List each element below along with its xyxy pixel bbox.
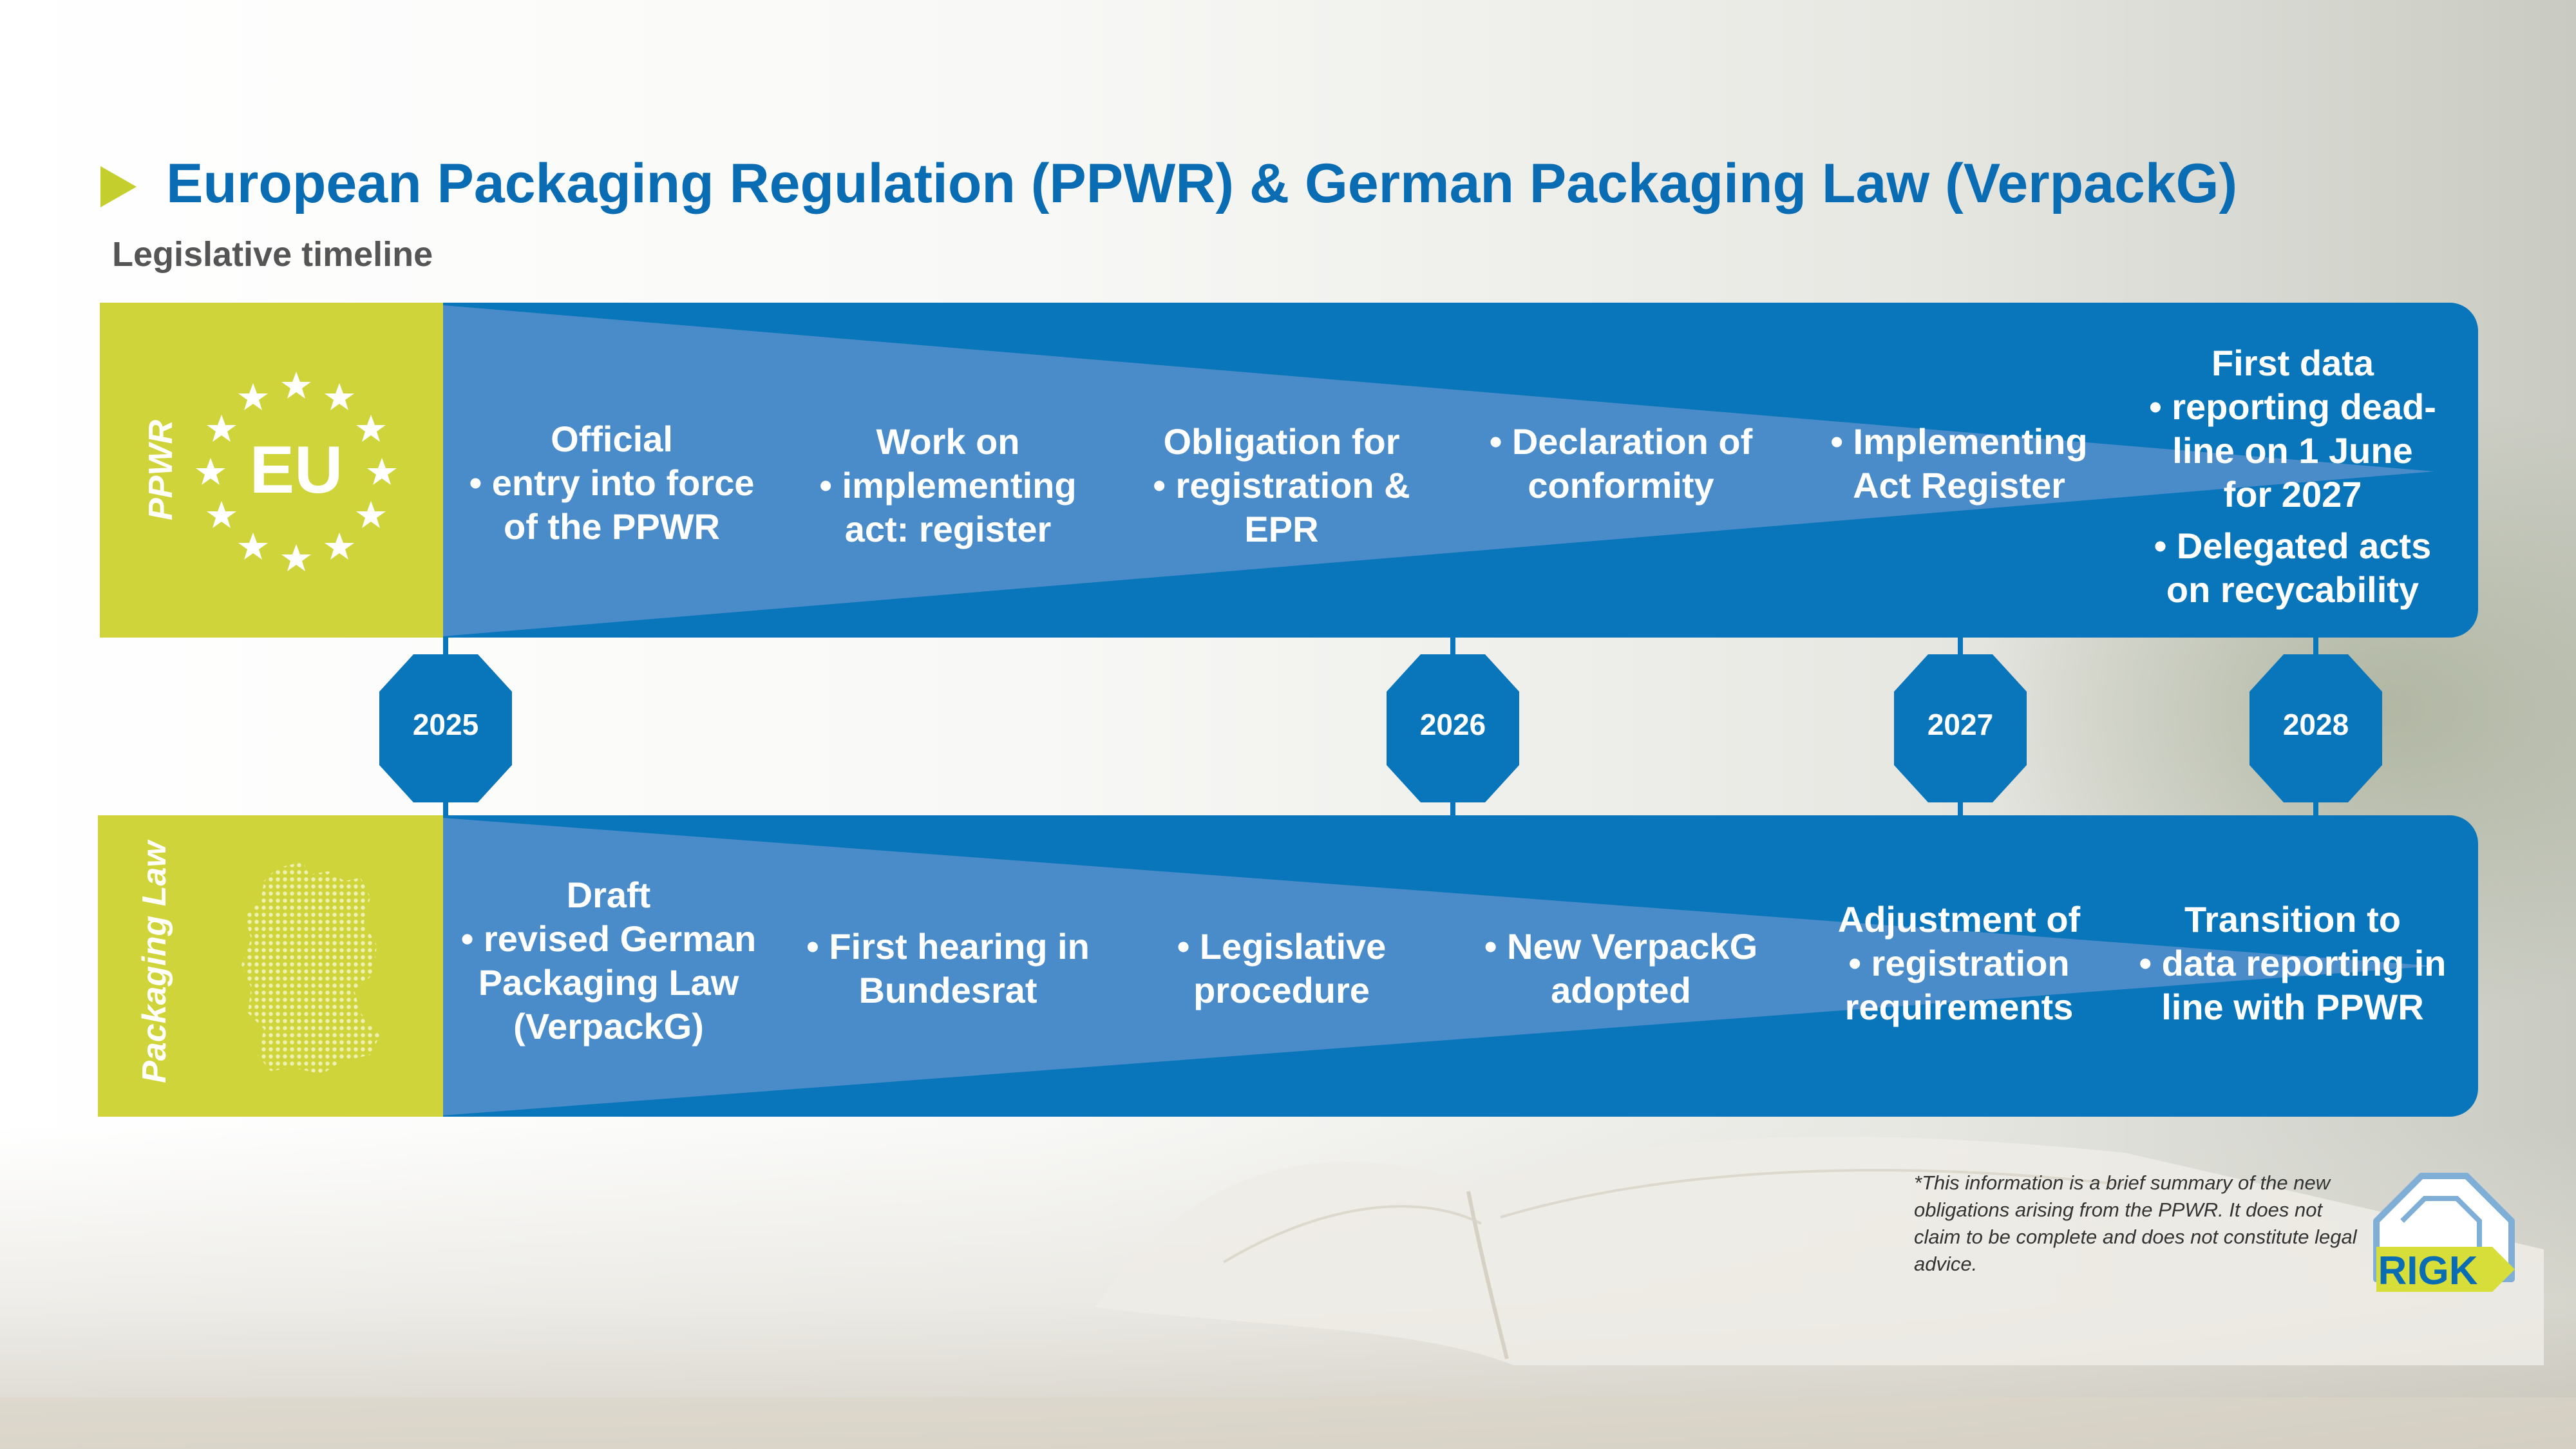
ppwr-item-6-line-1: First data bbox=[2211, 343, 2374, 383]
year-marker-2025: 2025 bbox=[379, 654, 512, 802]
ppwr-item-5: • Implementing Act Register bbox=[1798, 420, 2120, 507]
disclaimer-text: *This information is a brief summary of … bbox=[1914, 1171, 2357, 1275]
book-illustration bbox=[0, 1137, 2576, 1449]
ppwr-item-3-line-2: • registration & bbox=[1153, 465, 1410, 506]
law-item-2-line-2: Bundesrat bbox=[858, 970, 1037, 1010]
year-label-2028: 2028 bbox=[2282, 708, 2349, 741]
ppwr-item-3: Obligation for • registration & EPR bbox=[1121, 420, 1443, 551]
ppwr-item-3-line-1: Obligation for bbox=[1163, 421, 1400, 462]
year-marker-2028: 2028 bbox=[2249, 654, 2382, 802]
law-item-1-line-2: • revised German bbox=[460, 918, 757, 959]
law-item-5-line-1: Adjustment of bbox=[1837, 899, 2081, 940]
ppwr-item-3-line-3: EPR bbox=[1244, 509, 1319, 549]
ppwr-item-1: Official • entry into force of the PPWR bbox=[451, 417, 773, 549]
law-item-4: • New VerpackG adopted bbox=[1457, 925, 1785, 1012]
ppwr-item-6-line-6: on recycability bbox=[2166, 569, 2420, 610]
germany-map-icon bbox=[242, 862, 380, 1074]
law-item-4-line-2: adopted bbox=[1551, 970, 1691, 1010]
law-item-4-line-1: • New VerpackG bbox=[1484, 926, 1758, 967]
law-item-1-line-1: Draft bbox=[566, 875, 651, 915]
ppwr-item-4-line-1: • Declaration of bbox=[1489, 421, 1753, 462]
law-item-5: Adjustment of • registration requirement… bbox=[1798, 898, 2120, 1029]
ppwr-item-6-line-2: • reporting dead- bbox=[2149, 386, 2436, 427]
ppwr-item-6-line-5: • Delegated acts bbox=[2154, 526, 2432, 566]
ppwr-item-6-line-3: line on 1 June bbox=[2172, 430, 2413, 471]
law-item-6-line-1: Transition to bbox=[2184, 899, 2401, 940]
law-item-1: Draft • revised German Packaging Law (Ve… bbox=[448, 873, 770, 1048]
year-label-2027: 2027 bbox=[1927, 708, 1994, 741]
law-item-1-line-4: (VerpackG) bbox=[513, 1006, 704, 1046]
ppwr-item-2: Work on • implementing act: register bbox=[787, 420, 1109, 551]
page-subtitle: Legislative timeline bbox=[112, 235, 433, 274]
ppwr-item-2-line-2: • implementing bbox=[819, 465, 1077, 506]
year-marker-2027: 2027 bbox=[1894, 654, 2027, 802]
ppwr-item-1-line-2: • entry into force bbox=[469, 462, 755, 503]
ppwr-item-4: • Declaration of conformity bbox=[1457, 420, 1785, 507]
law-item-2: • First hearing in Bundesrat bbox=[787, 925, 1109, 1012]
law-item-3-line-1: • Legislative bbox=[1177, 926, 1387, 967]
eu-flag-icon: EU bbox=[196, 372, 397, 571]
ppwr-item-5-line-1: • Implementing bbox=[1830, 421, 2088, 462]
ppwr-item-2-line-3: act: register bbox=[844, 509, 1052, 549]
page-title: European Packaging Regulation (PPWR) & G… bbox=[166, 153, 2238, 214]
ppwr-item-4-line-2: conformity bbox=[1528, 465, 1714, 506]
law-item-5-line-3: requirements bbox=[1844, 987, 2074, 1027]
ppwr-item-6: First data • reporting dead- line on 1 J… bbox=[2125, 341, 2460, 612]
year-label-2025: 2025 bbox=[412, 708, 479, 741]
law-item-1-line-3: Packaging Law bbox=[478, 962, 739, 1003]
law-item-3: • Legislative procedure bbox=[1121, 925, 1443, 1012]
law-item-6-line-3: line with PPWR bbox=[2161, 987, 2424, 1027]
ppwr-item-2-line-1: Work on bbox=[876, 421, 1020, 462]
eu-emblem-text: EU bbox=[250, 433, 343, 507]
ppwr-item-1-line-3: of the PPWR bbox=[504, 506, 720, 547]
ppwr-item-5-line-2: Act Register bbox=[1853, 465, 2065, 506]
year-marker-2026: 2026 bbox=[1387, 654, 1519, 802]
law-item-3-line-2: procedure bbox=[1193, 970, 1370, 1010]
ppwr-item-6-line-4: for 2027 bbox=[2223, 474, 2362, 515]
rigk-logo: RIGK bbox=[2373, 1173, 2515, 1293]
law-item-6: Transition to • data reporting in line w… bbox=[2125, 898, 2460, 1029]
eu-star-ring bbox=[196, 372, 397, 571]
title-arrow-icon bbox=[100, 166, 137, 207]
year-label-2026: 2026 bbox=[1419, 708, 1486, 741]
ppwr-item-1-line-1: Official bbox=[551, 419, 673, 459]
law-item-5-line-2: • registration bbox=[1848, 943, 2070, 983]
logo-text: RIGK bbox=[2378, 1249, 2478, 1293]
law-item-6-line-2: • data reporting in bbox=[2139, 943, 2447, 983]
law-item-2-line-1: • First hearing in bbox=[806, 926, 1090, 967]
